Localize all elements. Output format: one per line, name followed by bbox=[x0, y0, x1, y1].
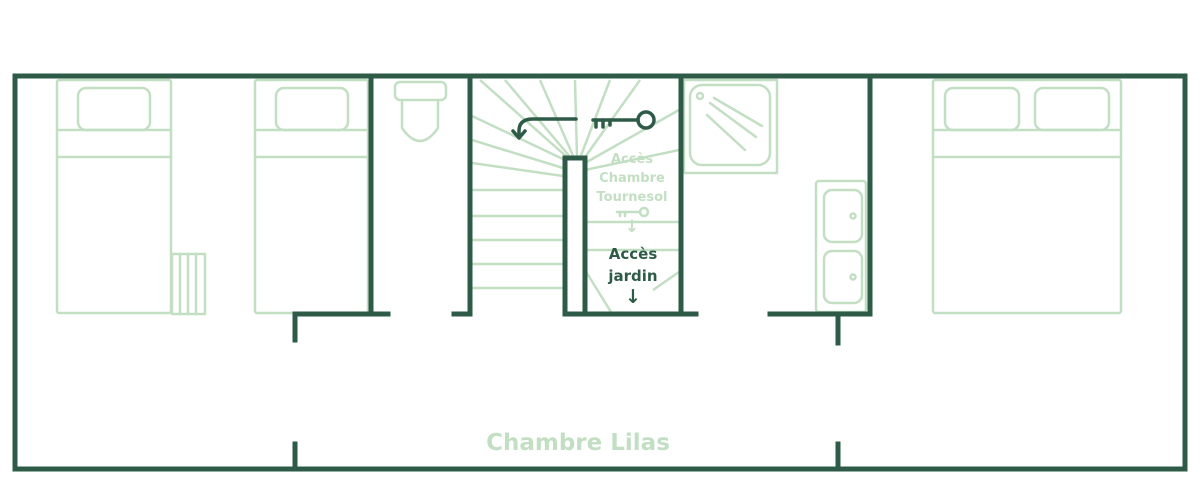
label-access-garden: Accès jardin bbox=[593, 243, 673, 287]
bed-double bbox=[931, 78, 1123, 315]
walls bbox=[12, 73, 1188, 472]
bed-single-left bbox=[55, 78, 173, 315]
double-sink bbox=[814, 179, 868, 314]
label-access-tournesol: Accès Chambre Tournesol bbox=[590, 150, 674, 207]
label-access-tournesol-line1: Accès bbox=[610, 152, 654, 167]
bed-single-middle bbox=[253, 78, 370, 315]
staircase bbox=[471, 79, 680, 313]
small-key-icon bbox=[615, 206, 650, 218]
label-access-tournesol-line3: Tournesol bbox=[596, 190, 668, 205]
arrow-down-tournesol: ↓ bbox=[624, 217, 640, 237]
key-icon bbox=[591, 110, 656, 130]
label-access-tournesol-line2: Chambre bbox=[599, 171, 665, 186]
bedside-rack bbox=[170, 252, 207, 316]
label-access-garden-line1: Accès bbox=[608, 245, 658, 263]
curved-arrow-icon bbox=[511, 117, 578, 140]
shower bbox=[682, 78, 779, 175]
toilet bbox=[393, 80, 448, 143]
label-access-garden-line2: jardin bbox=[608, 267, 658, 285]
arrow-down-garden: ↓ bbox=[625, 286, 641, 308]
room-name-label: Chambre Lilas bbox=[486, 430, 670, 456]
